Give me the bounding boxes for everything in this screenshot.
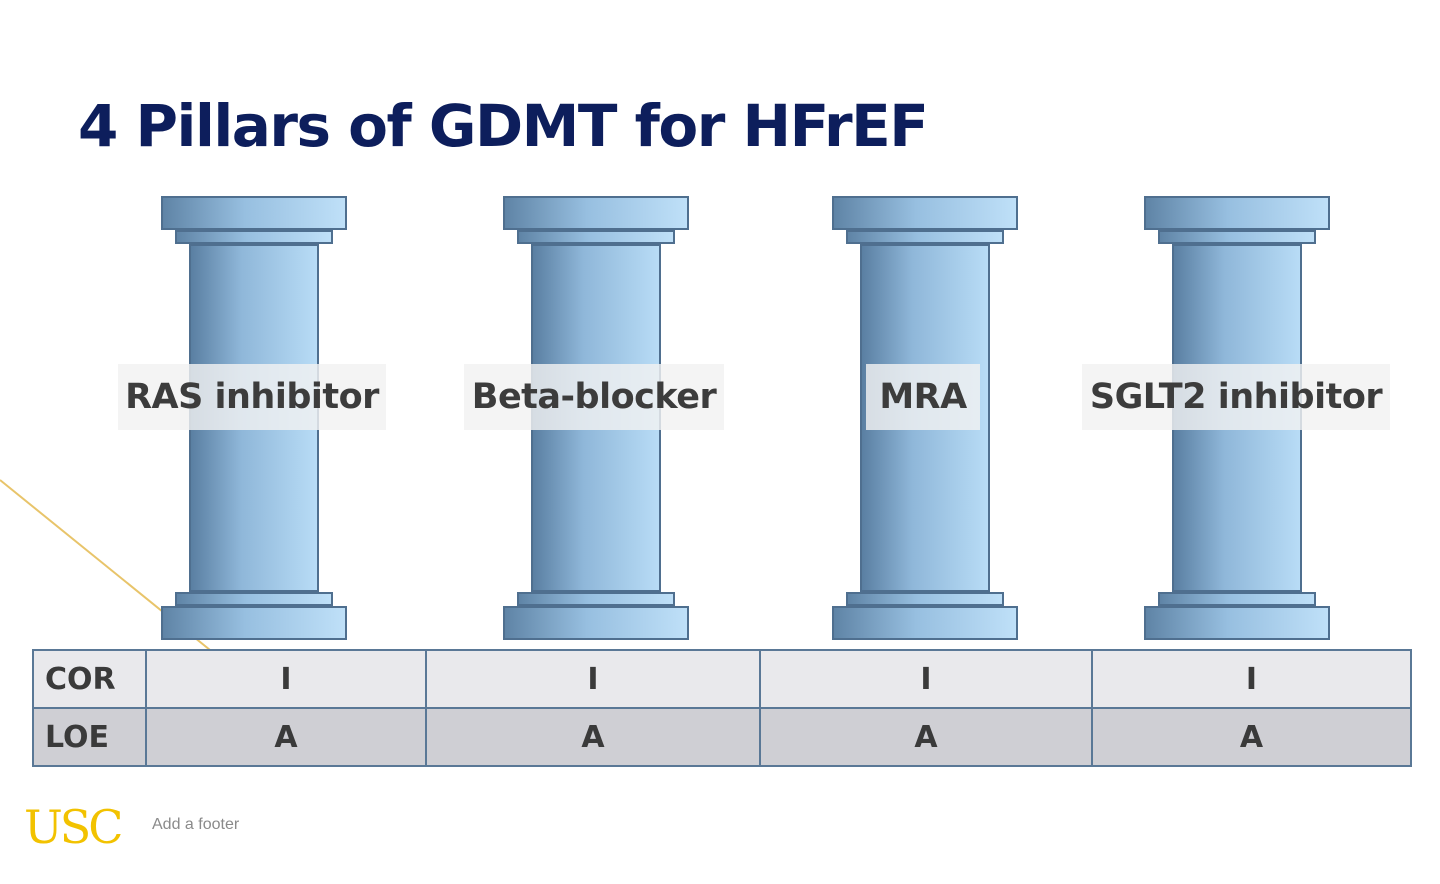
pillar-base-band (1158, 592, 1316, 606)
evidence-table: COR I I I I LOE A A A A (32, 649, 1412, 767)
loe-cell-beta-blocker: A (425, 707, 761, 767)
pillar-capital-band (1158, 230, 1316, 244)
pillar-label-mra: MRA (866, 364, 980, 430)
loe-cell-sglt2-inhibitor: A (1091, 707, 1412, 767)
pillar-base-band (846, 592, 1004, 606)
usc-logo: USC (24, 800, 123, 854)
pillar-base (503, 606, 689, 640)
footer-text: Add a footer (152, 816, 240, 833)
pillar-base (832, 606, 1018, 640)
pillar-base (161, 606, 347, 640)
cor-cell-ras-inhibitor: I (145, 649, 427, 709)
pillar-capital (503, 196, 689, 230)
pillar-base (1144, 606, 1330, 640)
loe-cell-ras-inhibitor: A (145, 707, 427, 767)
pillar-base-band (517, 592, 675, 606)
pillar-capital-band (846, 230, 1004, 244)
slide-title: 4 Pillars of GDMT for HFrEF (78, 92, 929, 160)
table-row-loe: LOE A A A A (32, 707, 1412, 767)
loe-cell-mra: A (759, 707, 1093, 767)
cor-cell-sglt2-inhibitor: I (1091, 649, 1412, 709)
table-row-cor: COR I I I I (32, 649, 1412, 709)
pillar-label-sglt2-inhibitor: SGLT2 inhibitor (1082, 364, 1390, 430)
pillar-capital-band (517, 230, 675, 244)
pillar-capital (1144, 196, 1330, 230)
pillar-label-ras-inhibitor: RAS inhibitor (118, 364, 386, 430)
pillar-capital (832, 196, 1018, 230)
cor-cell-beta-blocker: I (425, 649, 761, 709)
pillar-label-beta-blocker: Beta-blocker (464, 364, 724, 430)
pillar-capital-band (175, 230, 333, 244)
row-header-cor: COR (32, 649, 147, 709)
row-header-loe: LOE (32, 707, 147, 767)
cor-cell-mra: I (759, 649, 1093, 709)
pillar-base-band (175, 592, 333, 606)
pillar-capital (161, 196, 347, 230)
